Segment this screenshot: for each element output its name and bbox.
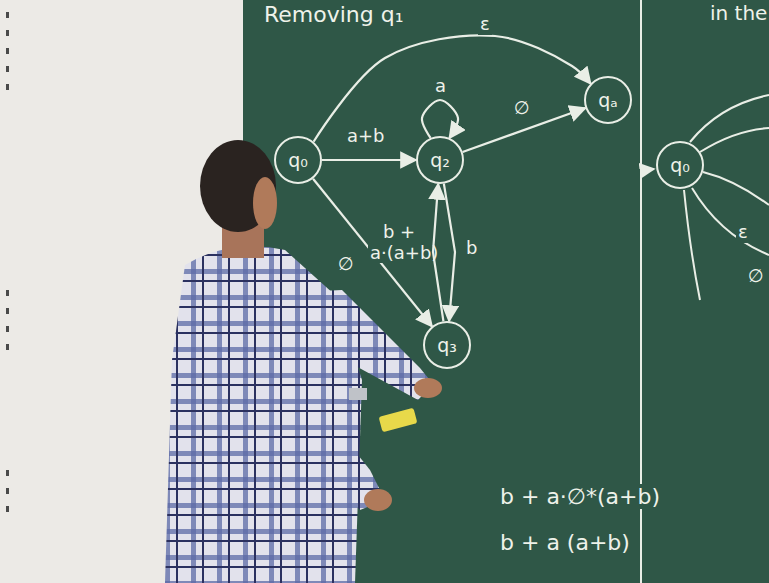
transition-label: a+b <box>345 126 387 147</box>
state-circle: qₐ <box>584 76 632 124</box>
transition-label: a <box>433 76 448 97</box>
state-circle: q₀ <box>656 141 704 189</box>
transition-label: b <box>464 238 479 259</box>
board-note: b + a (a+b) <box>498 530 632 555</box>
transition-arrow <box>433 184 443 321</box>
transition-arrow <box>313 179 432 327</box>
transition-arrow <box>444 184 455 321</box>
state-name: q₀ <box>288 150 308 171</box>
transition-label: ∅ <box>336 254 356 275</box>
state-name: q₂ <box>430 150 450 171</box>
right-panel-lines <box>646 95 769 300</box>
transition-arrow <box>322 159 416 161</box>
state-circle: q₂ <box>416 136 464 184</box>
board-note: Removing q₁ <box>262 2 406 27</box>
state-name: q₀ <box>670 155 690 176</box>
state-name: qₐ <box>598 90 618 111</box>
state-circle: q₃ <box>423 321 471 369</box>
board-note: b + a·∅*(a+b) <box>498 484 662 509</box>
board-note: ∅ <box>746 266 766 287</box>
transition-label: ∅ <box>512 98 532 119</box>
transition-label: b + a·(a+b) <box>368 222 430 263</box>
lecturer <box>165 140 442 583</box>
wall-marks <box>6 12 9 512</box>
state-circle: q₀ <box>274 136 322 184</box>
state-name: q₃ <box>437 335 457 356</box>
transition-arrow <box>422 100 458 138</box>
board-note: ε <box>736 222 750 243</box>
board-note: in the <box>708 2 769 25</box>
transition-label: ε <box>478 14 492 35</box>
